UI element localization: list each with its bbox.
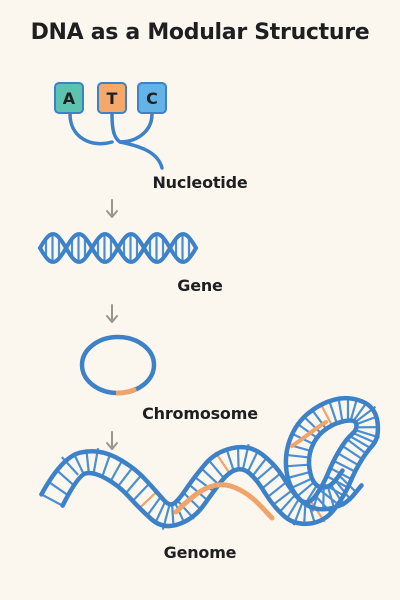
ring-strand [79, 334, 157, 396]
base-letter-t: T [106, 88, 118, 108]
genome-base-pair [345, 437, 367, 455]
strand-a [68, 112, 114, 146]
genome-base-pair [256, 463, 276, 481]
genome-base-pair [251, 457, 268, 477]
genome-base-pair [154, 501, 167, 524]
genome-base-pair [146, 496, 162, 517]
genome-base-pair [349, 399, 358, 421]
nucleotide-base-a: A [54, 82, 84, 114]
genome-base-pair [207, 459, 225, 479]
genome-base-pair [278, 494, 297, 513]
genome-base-pair [271, 489, 293, 507]
genome-base-pair [171, 504, 175, 527]
genome-base-pair [341, 444, 363, 460]
base-letter-c: C [146, 88, 158, 108]
genome-label: Genome [163, 543, 237, 562]
genome-base-pair [138, 490, 158, 510]
genome-base-pair [326, 486, 336, 509]
genome-base-pair [322, 487, 325, 510]
genome-base-pair [349, 435, 371, 449]
genome-base-pair [337, 452, 359, 467]
genome-base-pair [47, 480, 69, 497]
genome-base-pair [352, 432, 376, 444]
genome-base-pair [334, 479, 351, 500]
genome-base-pair [319, 402, 333, 426]
genome-base-pair [182, 492, 202, 511]
genome-base-pair [303, 415, 322, 434]
genome-ribbon [39, 395, 381, 530]
genome-base-pair [124, 474, 143, 495]
genome-base-pair [131, 482, 150, 502]
gene-strand-2 [38, 232, 198, 264]
ring-gene-segment [115, 386, 138, 396]
page-title: DNA as a Modular Structure [30, 20, 370, 45]
genome-base-pair [200, 467, 220, 486]
base-letter-a: A [62, 88, 76, 108]
genome-base-pair [332, 459, 356, 473]
genome-base-pair [261, 472, 282, 490]
genome-base-pair [85, 450, 90, 473]
genome-base-pair [40, 493, 64, 507]
genome-base-pair [73, 453, 85, 475]
strand-c [119, 112, 164, 170]
strand-t [110, 112, 122, 144]
arrow-down-icon [106, 199, 118, 218]
arrow-down-icon [106, 304, 118, 323]
genome-base-pair [266, 481, 287, 498]
nucleotide-label: Nucleotide [152, 173, 248, 192]
genome-strand-1 [39, 418, 359, 507]
genome-base-pair [287, 471, 311, 480]
genome-base-pair [101, 454, 112, 477]
genome-base-pair [285, 498, 300, 520]
genome-base-pair [246, 450, 259, 473]
genome-base-pair [337, 398, 344, 422]
nucleotide-strands [68, 112, 164, 170]
genome-base-pair [236, 446, 240, 470]
gene-helix [38, 232, 198, 264]
genome-base-pair [174, 502, 186, 523]
genome-base-pair [225, 449, 235, 471]
genome-gene-segment [290, 420, 328, 448]
genome-base-pair [356, 415, 378, 426]
genome-base-pair [328, 400, 338, 424]
arrow-down-icon [106, 431, 118, 450]
genome-base-pair [285, 463, 309, 468]
gene-label: Gene [177, 276, 223, 295]
chromosome-label: Chromosome [142, 404, 258, 423]
genome-base-pair [117, 465, 135, 487]
genome-base-pair [109, 460, 124, 482]
chromosome-ring [79, 334, 157, 396]
genome-base-pair [296, 481, 315, 498]
genome-base-pair [352, 402, 368, 422]
genome-gene-segment [173, 482, 275, 521]
genome-strand-2 [60, 395, 381, 529]
